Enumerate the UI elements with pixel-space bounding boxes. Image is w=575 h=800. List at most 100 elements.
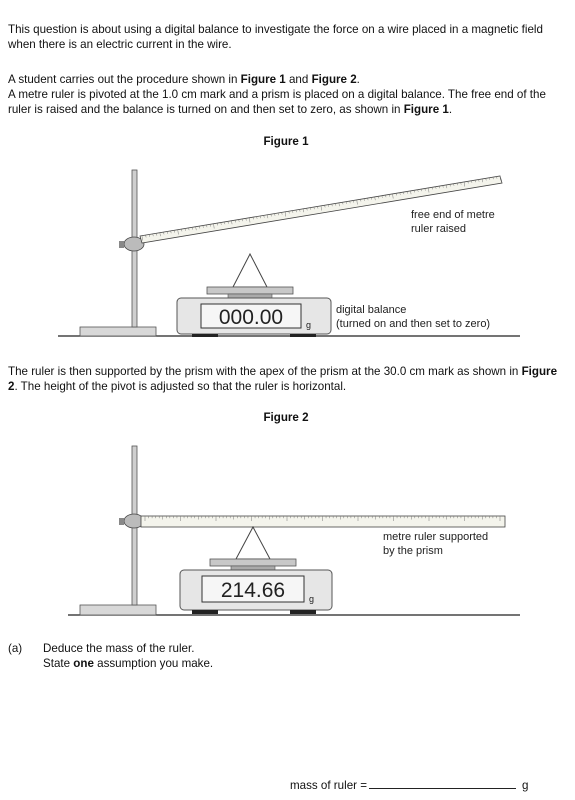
display-reading: 000.00 (219, 306, 283, 329)
question-line2-bold: one (73, 657, 94, 670)
answer-label: mass of ruler = (290, 779, 367, 792)
ruler-tick (209, 224, 211, 227)
figure1-diagram: 000.00 g free end of metre ruler raised … (58, 169, 520, 337)
ruler-tick (356, 199, 358, 205)
ruler-tick (431, 187, 433, 190)
ruler-tick (288, 211, 290, 214)
ruler-tick (496, 176, 498, 179)
ruler-tick (467, 181, 469, 184)
ruler-tick (381, 195, 383, 198)
ruler-tick (295, 210, 297, 213)
ruler-tick (213, 223, 215, 229)
ruler-tick (292, 210, 294, 213)
ruler-tick (173, 230, 176, 233)
ruler-tick (413, 190, 415, 193)
ruler-tick (184, 228, 186, 231)
ruler-tick (274, 213, 276, 216)
answer-blank-field[interactable] (369, 776, 516, 789)
ruler-tick (406, 191, 408, 194)
ruler-tick (245, 218, 247, 221)
ruler-tick (417, 189, 419, 192)
figure2-ref: Figure 2 (311, 73, 357, 86)
ruler-tick (399, 192, 401, 195)
ruler-tick (428, 187, 430, 193)
ruler-tick (456, 183, 458, 186)
figure1-ref-2: Figure 1 (403, 103, 449, 116)
ruler-tick (141, 235, 143, 241)
ruler-tick (345, 201, 347, 204)
question-line2-a: State (43, 657, 74, 670)
prism-2 (235, 525, 271, 560)
ruler-tick (492, 177, 494, 180)
answer-row: mass of ruler = g (290, 776, 528, 792)
ruler-tick (313, 207, 315, 210)
ruler-tick (166, 231, 168, 234)
figure1-title: Figure 1 (263, 135, 309, 148)
ruler-tick (363, 198, 365, 201)
ruler-tick (463, 181, 466, 187)
ruler-tick (231, 220, 233, 225)
ruler-tick (442, 185, 444, 188)
ruler-tick (188, 228, 190, 231)
ruler-tick (460, 182, 462, 185)
balance-pan (206, 286, 294, 295)
ruler-tick (374, 196, 376, 201)
ruler-tick (327, 204, 329, 207)
question-line-1: Deduce the mass of the ruler. (43, 642, 195, 655)
label-free-end-2: ruler raised (411, 223, 466, 235)
figure2-ref-2: Figure 2 (8, 365, 558, 393)
procedure-p1a: A student carries out the procedure show… (8, 73, 241, 86)
ruler-tick (156, 233, 158, 236)
ruler-tick (499, 175, 501, 181)
procedure-p1b: . (356, 73, 360, 86)
ruler-tick (148, 234, 150, 237)
ruler-tick (481, 178, 483, 183)
ruler-tick (424, 188, 426, 191)
ruler-tick (446, 184, 448, 189)
ruler-tick (159, 232, 161, 237)
ruler-tick (403, 192, 405, 195)
ruler-tick (352, 200, 355, 203)
display-unit: g (306, 320, 311, 330)
ruler-tick (277, 213, 279, 216)
ruler-tick (263, 215, 265, 218)
answer-unit: g (522, 779, 529, 792)
ruler-tick (474, 180, 476, 183)
label-balance-1: digital balance (336, 304, 406, 316)
display-unit-2: g (309, 594, 314, 604)
figure1-ref: Figure 1 (240, 73, 286, 86)
ruler-tick (338, 202, 340, 207)
balance-pan-2 (209, 558, 297, 567)
procedure-p2a: A metre ruler is pivoted at the 1.0 cm m… (8, 88, 546, 116)
question-number: (a) (8, 642, 23, 655)
ruler-tick (195, 226, 197, 231)
question-line-2: State one assumption you make. (43, 656, 213, 671)
ruler-tick (284, 211, 287, 217)
stand-base (79, 326, 157, 337)
ruler-tick (378, 196, 380, 199)
label-balance-2: (turned on and then set to zero) (336, 318, 490, 330)
prism (232, 252, 268, 288)
ruler-tick (395, 193, 398, 196)
ruler-tick (360, 199, 362, 202)
ruler-tick (370, 197, 372, 200)
ruler-tick (324, 205, 326, 208)
ruler-tick (421, 189, 423, 192)
ruler-tick (478, 179, 480, 182)
ruler-tick (435, 186, 437, 189)
ruler-tick (392, 193, 394, 199)
balance-display (200, 303, 302, 329)
label-supported-2: by the prism (383, 545, 443, 557)
metre-ruler-horizontal (140, 515, 506, 528)
ruler-tick (234, 220, 236, 223)
ruler-tick (145, 235, 147, 238)
ruler-tick (191, 227, 193, 230)
ruler-tick (267, 214, 269, 219)
ruler-tick (227, 221, 229, 224)
ruler-tick (270, 214, 272, 217)
ruler-tick (388, 194, 390, 197)
ruler-tick (453, 183, 455, 186)
balance-display-2 (201, 575, 305, 603)
figure2-diagram: 214.66 g metre ruler supported by the pr… (68, 445, 520, 616)
clamp-knob (119, 241, 124, 248)
